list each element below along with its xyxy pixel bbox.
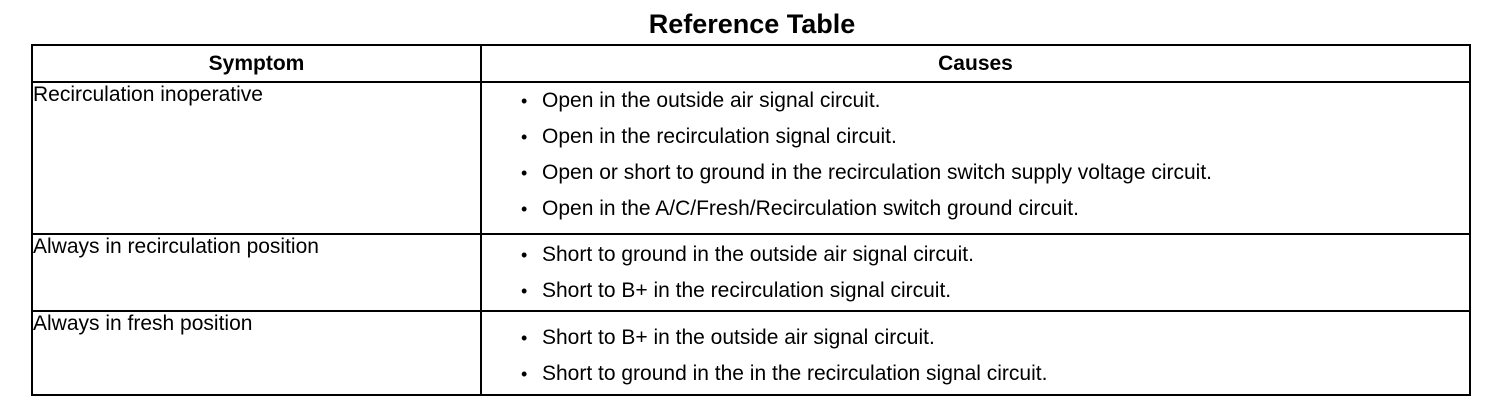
cause-text: Short to ground in the in the recirculat…: [542, 362, 1048, 385]
table-title: Reference Table: [648, 9, 856, 39]
causes-list: • Open in the outside air signal circuit.…: [482, 83, 1469, 227]
causes-cell: • Short to B+ in the outside air signal c…: [480, 310, 1471, 396]
symptom-cell: Always in fresh position: [31, 310, 482, 396]
cause-item: • Short to B+ in the outside air signal c…: [482, 320, 1469, 356]
bullet-icon: •: [521, 163, 528, 183]
cause-text: Open in the A/C/Fresh/Recirculation swit…: [542, 197, 1079, 220]
causes-cell: • Short to ground in the outside air sign…: [480, 233, 1471, 312]
table-row: Recirculation inoperative • Open in the o…: [31, 81, 1471, 235]
bullet-icon: •: [521, 127, 528, 147]
bullet-icon: •: [521, 364, 528, 384]
cause-text: Short to ground in the outside air signa…: [542, 243, 974, 266]
table-header-row: Symptom Causes: [31, 44, 1471, 83]
bullet-icon: •: [521, 91, 528, 111]
symptom-cell: Recirculation inoperative: [31, 81, 482, 235]
header-symptom: Symptom: [31, 44, 482, 83]
table-row: Always in fresh position • Short to B+ in…: [31, 310, 1471, 396]
header-causes: Causes: [480, 44, 1471, 83]
cause-item: • Short to ground in the outside air sign…: [482, 237, 1469, 273]
reference-table: Symptom Causes Recirculation inoperative…: [31, 44, 1471, 396]
cause-item: • Open in the outside air signal circuit.: [482, 83, 1469, 119]
bullet-icon: •: [521, 199, 528, 219]
cause-text: Open in the recirculation signal circuit…: [542, 125, 897, 148]
cause-text: Short to B+ in the outside air signal ci…: [542, 326, 935, 349]
cause-item: • Short to ground in the in the recircula…: [482, 356, 1469, 392]
cause-item: • Open in the A/C/Fresh/Recirculation swi…: [482, 191, 1469, 227]
causes-list: • Short to ground in the outside air sign…: [482, 237, 1469, 309]
cause-item: • Short to B+ in the recirculation signal…: [482, 273, 1469, 309]
cause-item: • Open in the recirculation signal circui…: [482, 119, 1469, 155]
cause-item: • Open or short to ground in the recircul…: [482, 155, 1469, 191]
cause-text: Open in the outside air signal circuit.: [542, 89, 881, 112]
cause-text: Open or short to ground in the recircula…: [542, 161, 1213, 184]
symptom-cell: Always in recirculation position: [31, 233, 482, 312]
bullet-icon: •: [521, 281, 528, 301]
table-row: Always in recirculation position • Short …: [31, 233, 1471, 312]
bullet-icon: •: [521, 328, 528, 348]
cause-text: Short to B+ in the recirculation signal …: [542, 279, 952, 302]
causes-cell: • Open in the outside air signal circuit.…: [480, 81, 1471, 235]
bullet-icon: •: [521, 245, 528, 265]
causes-list: • Short to B+ in the outside air signal c…: [482, 320, 1469, 392]
